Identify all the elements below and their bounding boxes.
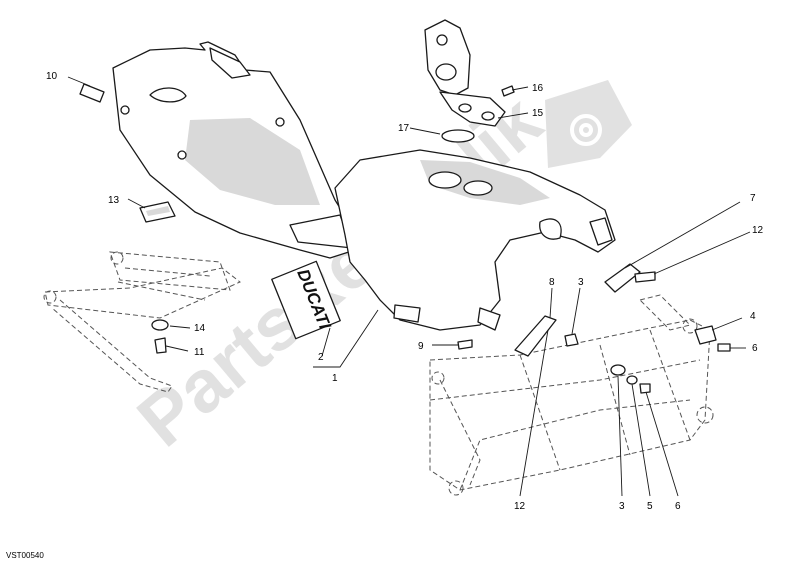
screw-6	[717, 343, 731, 352]
o-ring	[441, 129, 475, 143]
screw	[154, 337, 167, 354]
callout-labels: 10 13 14 11 17 16 15 7 12 4 6 8 3 9 2 1 …	[46, 71, 764, 512]
main-frame	[429, 294, 714, 496]
decal-patch	[271, 260, 341, 340]
callout: 8	[549, 277, 555, 288]
washer	[151, 319, 169, 331]
rear-subframe	[43, 251, 241, 393]
callout: 12	[752, 225, 764, 236]
rubber-4	[694, 325, 717, 345]
callout: 13	[108, 195, 120, 206]
spacer-lower	[610, 364, 626, 376]
callout: 2	[318, 352, 324, 363]
small-parts	[79, 83, 731, 394]
stud-10	[79, 83, 105, 103]
seat-cowl	[112, 41, 356, 259]
washer-5	[626, 375, 638, 385]
callout: 5	[647, 501, 653, 512]
callout: 12	[514, 501, 526, 512]
callout: 1	[332, 373, 338, 384]
callout: 14	[194, 323, 206, 334]
callout: 15	[532, 108, 544, 119]
ducati-decal: DUCATI	[271, 260, 341, 340]
gear-icon	[570, 114, 602, 146]
bracket-8	[514, 315, 557, 357]
screw-9	[457, 339, 473, 350]
callout: 3	[619, 501, 625, 512]
callout: 7	[750, 193, 756, 204]
bracket-7	[604, 263, 641, 293]
callout: 16	[532, 83, 544, 94]
gear-hub	[579, 123, 593, 137]
filler-cap-assembly	[424, 19, 515, 143]
callout: 9	[418, 341, 424, 352]
callout: 10	[46, 71, 58, 82]
callout: 4	[750, 311, 756, 322]
leader-lines	[67, 76, 751, 497]
callout: 3	[578, 277, 584, 288]
fuel-tank	[334, 149, 616, 331]
callout: 6	[675, 501, 681, 512]
callout: 6	[752, 343, 758, 354]
diagram-code: VST00540	[6, 551, 44, 560]
callout: 11	[194, 347, 205, 358]
callout: 17	[398, 123, 410, 134]
spacer-3	[564, 333, 579, 347]
screw-12	[634, 271, 656, 283]
screw-6b	[639, 383, 651, 394]
